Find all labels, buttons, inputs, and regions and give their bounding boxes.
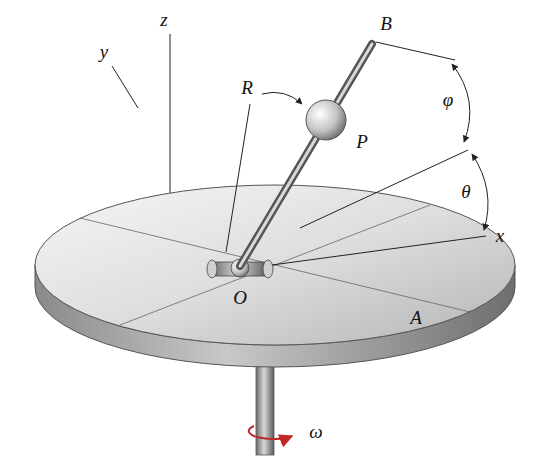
axis-label: z [160, 10, 167, 31]
axis-label: y [100, 42, 108, 63]
angle-label: θ [461, 182, 470, 203]
axis-label: x [496, 226, 504, 247]
point-label: O [233, 288, 247, 309]
part-label: A [410, 308, 422, 329]
angle-label: φ [443, 90, 454, 111]
point-label: P [356, 132, 368, 153]
angular-velocity-label: ω [309, 422, 322, 443]
dimension-label: R [241, 78, 253, 99]
point-label: B [380, 14, 392, 35]
